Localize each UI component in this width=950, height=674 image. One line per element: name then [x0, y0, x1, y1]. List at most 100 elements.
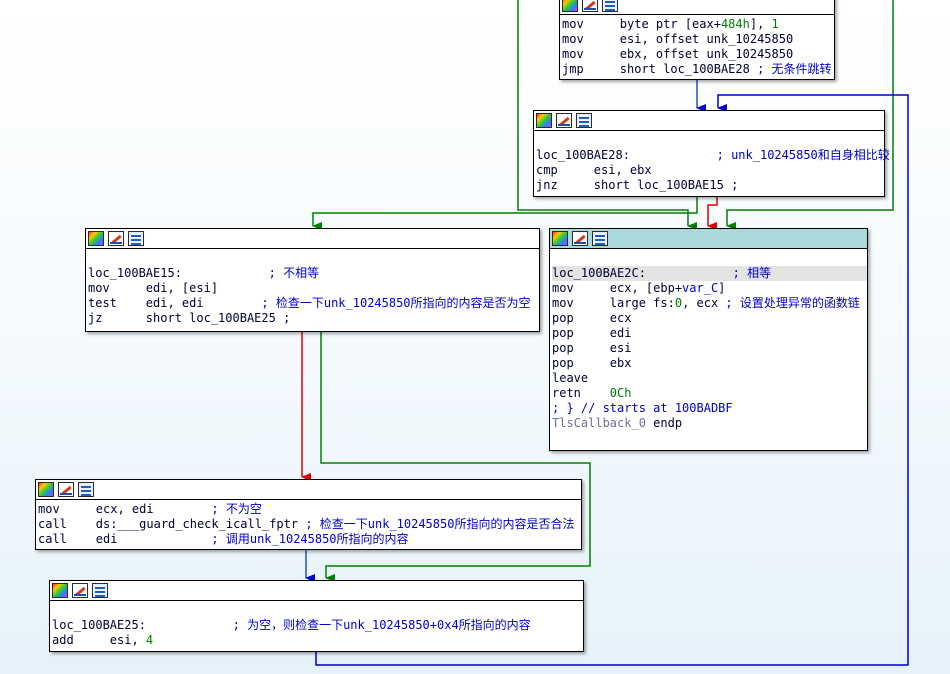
code-line[interactable]: jmp short loc_100BAE28 ; 无条件跳转 — [562, 62, 834, 77]
rename-pen-icon[interactable] — [582, 0, 598, 12]
operand[interactable]: 1 — [771, 17, 779, 31]
graph-overview-icon[interactable] — [562, 0, 578, 12]
code-line[interactable]: ; } // starts at 100BADBF — [552, 401, 867, 416]
mnemonic[interactable]: pop — [552, 326, 610, 340]
mnemonic[interactable]: test — [88, 296, 146, 310]
code-line[interactable]: jnz short loc_100BAE15 ; — [536, 178, 884, 193]
code-line[interactable]: call edi ; 调用unk_10245850所指向的内容 — [38, 532, 581, 547]
operand[interactable]: ebx, offset unk_10245850 — [619, 47, 794, 61]
block-code[interactable]: loc_100BAE25: ; 为空，则检查一下unk_10245850+0x4… — [50, 601, 583, 652]
operand[interactable]: short loc_100BAE15 ; — [593, 178, 739, 192]
operand[interactable]: loc_100BAE2C: — [552, 266, 733, 280]
operand[interactable]: ecx, edi — [95, 502, 212, 516]
code-line[interactable]: mov byte ptr [eax+484h], 1 — [562, 17, 834, 32]
operand[interactable]: loc_100BAE25: — [52, 618, 233, 632]
operand[interactable]: byte ptr [eax+ — [619, 17, 721, 31]
code-line[interactable]: pop edi — [552, 326, 867, 341]
rename-pen-icon[interactable] — [72, 583, 88, 598]
xrefs-list-icon[interactable] — [92, 583, 108, 598]
operand[interactable]: TlsCallback_0 — [552, 416, 646, 430]
operand[interactable]: loc_100BAE15: — [88, 266, 269, 280]
xrefs-list-icon[interactable] — [128, 231, 144, 246]
mnemonic[interactable]: pop — [552, 311, 610, 325]
operand[interactable]: ], — [749, 17, 772, 31]
code-line[interactable]: pop ecx — [552, 311, 867, 326]
rename-pen-icon[interactable] — [108, 231, 124, 246]
mnemonic[interactable]: jmp — [562, 62, 620, 76]
xrefs-list-icon[interactable] — [602, 0, 618, 12]
xrefs-list-icon[interactable] — [78, 482, 94, 497]
operand[interactable]: esi, — [109, 633, 146, 647]
code-line[interactable]: pop esi — [552, 341, 867, 356]
operand[interactable]: edi — [95, 532, 212, 546]
code-line[interactable]: mov ecx, edi ; 不为空 — [38, 502, 581, 517]
operand[interactable]: 4 — [145, 633, 154, 647]
mnemonic[interactable]: retn — [552, 386, 610, 400]
code-line[interactable]: loc_100BAE2C: ; 相等 — [552, 266, 867, 281]
mnemonic[interactable]: mov — [562, 32, 620, 46]
operand[interactable]: ecx — [609, 311, 632, 325]
mnemonic[interactable]: pop — [552, 356, 610, 370]
graph-overview-icon[interactable] — [38, 482, 54, 497]
graph-overview-icon[interactable] — [536, 113, 552, 128]
mnemonic[interactable]: pop — [552, 341, 610, 355]
graph-overview-icon[interactable] — [88, 231, 104, 246]
operand[interactable]: edi — [609, 326, 632, 340]
code-line[interactable]: cmp esi, ebx — [536, 163, 884, 178]
mnemonic[interactable]: mov — [562, 17, 620, 31]
operand[interactable]: ds:___guard_check_icall_fptr — [95, 517, 306, 531]
operand[interactable]: endp — [645, 416, 683, 430]
code-line[interactable]: loc_100BAE25: ; 为空，则检查一下unk_10245850+0x4… — [52, 618, 583, 633]
operand[interactable]: 484h — [720, 17, 750, 31]
code-line[interactable]: jz short loc_100BAE25 ; — [88, 311, 539, 326]
operand[interactable]: edi, [esi] — [145, 281, 219, 295]
code-line[interactable]: loc_100BAE28: ; unk_10245850和自身相比较 — [536, 148, 890, 163]
mnemonic[interactable]: call — [38, 517, 96, 531]
code-block-empty-check[interactable]: loc_100BAE25: ; 为空，则检查一下unk_10245850+0x4… — [49, 580, 584, 652]
operand[interactable]: loc_100BAE28: — [536, 148, 717, 162]
mnemonic[interactable]: jnz — [536, 178, 594, 192]
operand[interactable]: edi, edi — [145, 296, 262, 310]
code-line[interactable]: mov ebx, offset unk_10245850 — [562, 47, 834, 62]
mnemonic[interactable]: mov — [552, 281, 610, 295]
operand[interactable]: var_C — [682, 281, 719, 295]
code-line[interactable]: loc_100BAE15: ; 不相等 — [88, 266, 539, 281]
operand[interactable]: ] — [718, 281, 726, 295]
code-line[interactable]: call ds:___guard_check_icall_fptr ; 检查一下… — [38, 517, 581, 532]
graph-overview-icon[interactable] — [52, 583, 68, 598]
operand[interactable]: esi — [609, 341, 632, 355]
mnemonic[interactable]: add — [52, 633, 110, 647]
xrefs-list-icon[interactable] — [592, 231, 608, 246]
rename-pen-icon[interactable] — [556, 113, 572, 128]
code-line[interactable]: mov large fs:0, ecx ; 设置处理异常的函数链 — [552, 296, 867, 311]
mnemonic[interactable]: leave — [552, 371, 610, 385]
xrefs-list-icon[interactable] — [576, 113, 592, 128]
mnemonic[interactable]: mov — [38, 502, 96, 516]
operand[interactable]: ecx, [ebp+ — [609, 281, 683, 295]
mnemonic[interactable]: mov — [562, 47, 620, 61]
code-line[interactable]: leave — [552, 371, 867, 386]
code-line[interactable]: TlsCallback_0 endp — [552, 416, 867, 431]
operand[interactable]: , ecx — [682, 296, 726, 310]
rename-pen-icon[interactable] — [572, 231, 588, 246]
code-line[interactable]: test edi, edi ; 检查一下unk_10245850所指向的内容是否… — [88, 296, 539, 311]
rename-pen-icon[interactable] — [58, 482, 74, 497]
code-line[interactable]: retn 0Ch — [552, 386, 867, 401]
operand[interactable]: large fs: — [609, 296, 675, 310]
operand[interactable]: 0Ch — [609, 386, 632, 400]
code-line[interactable]: add esi, 4 — [52, 633, 583, 648]
code-line[interactable]: pop ebx — [552, 356, 867, 371]
graph-overview-icon[interactable] — [552, 231, 568, 246]
operand[interactable]: 0 — [674, 296, 683, 310]
mnemonic[interactable]: cmp — [536, 163, 594, 177]
